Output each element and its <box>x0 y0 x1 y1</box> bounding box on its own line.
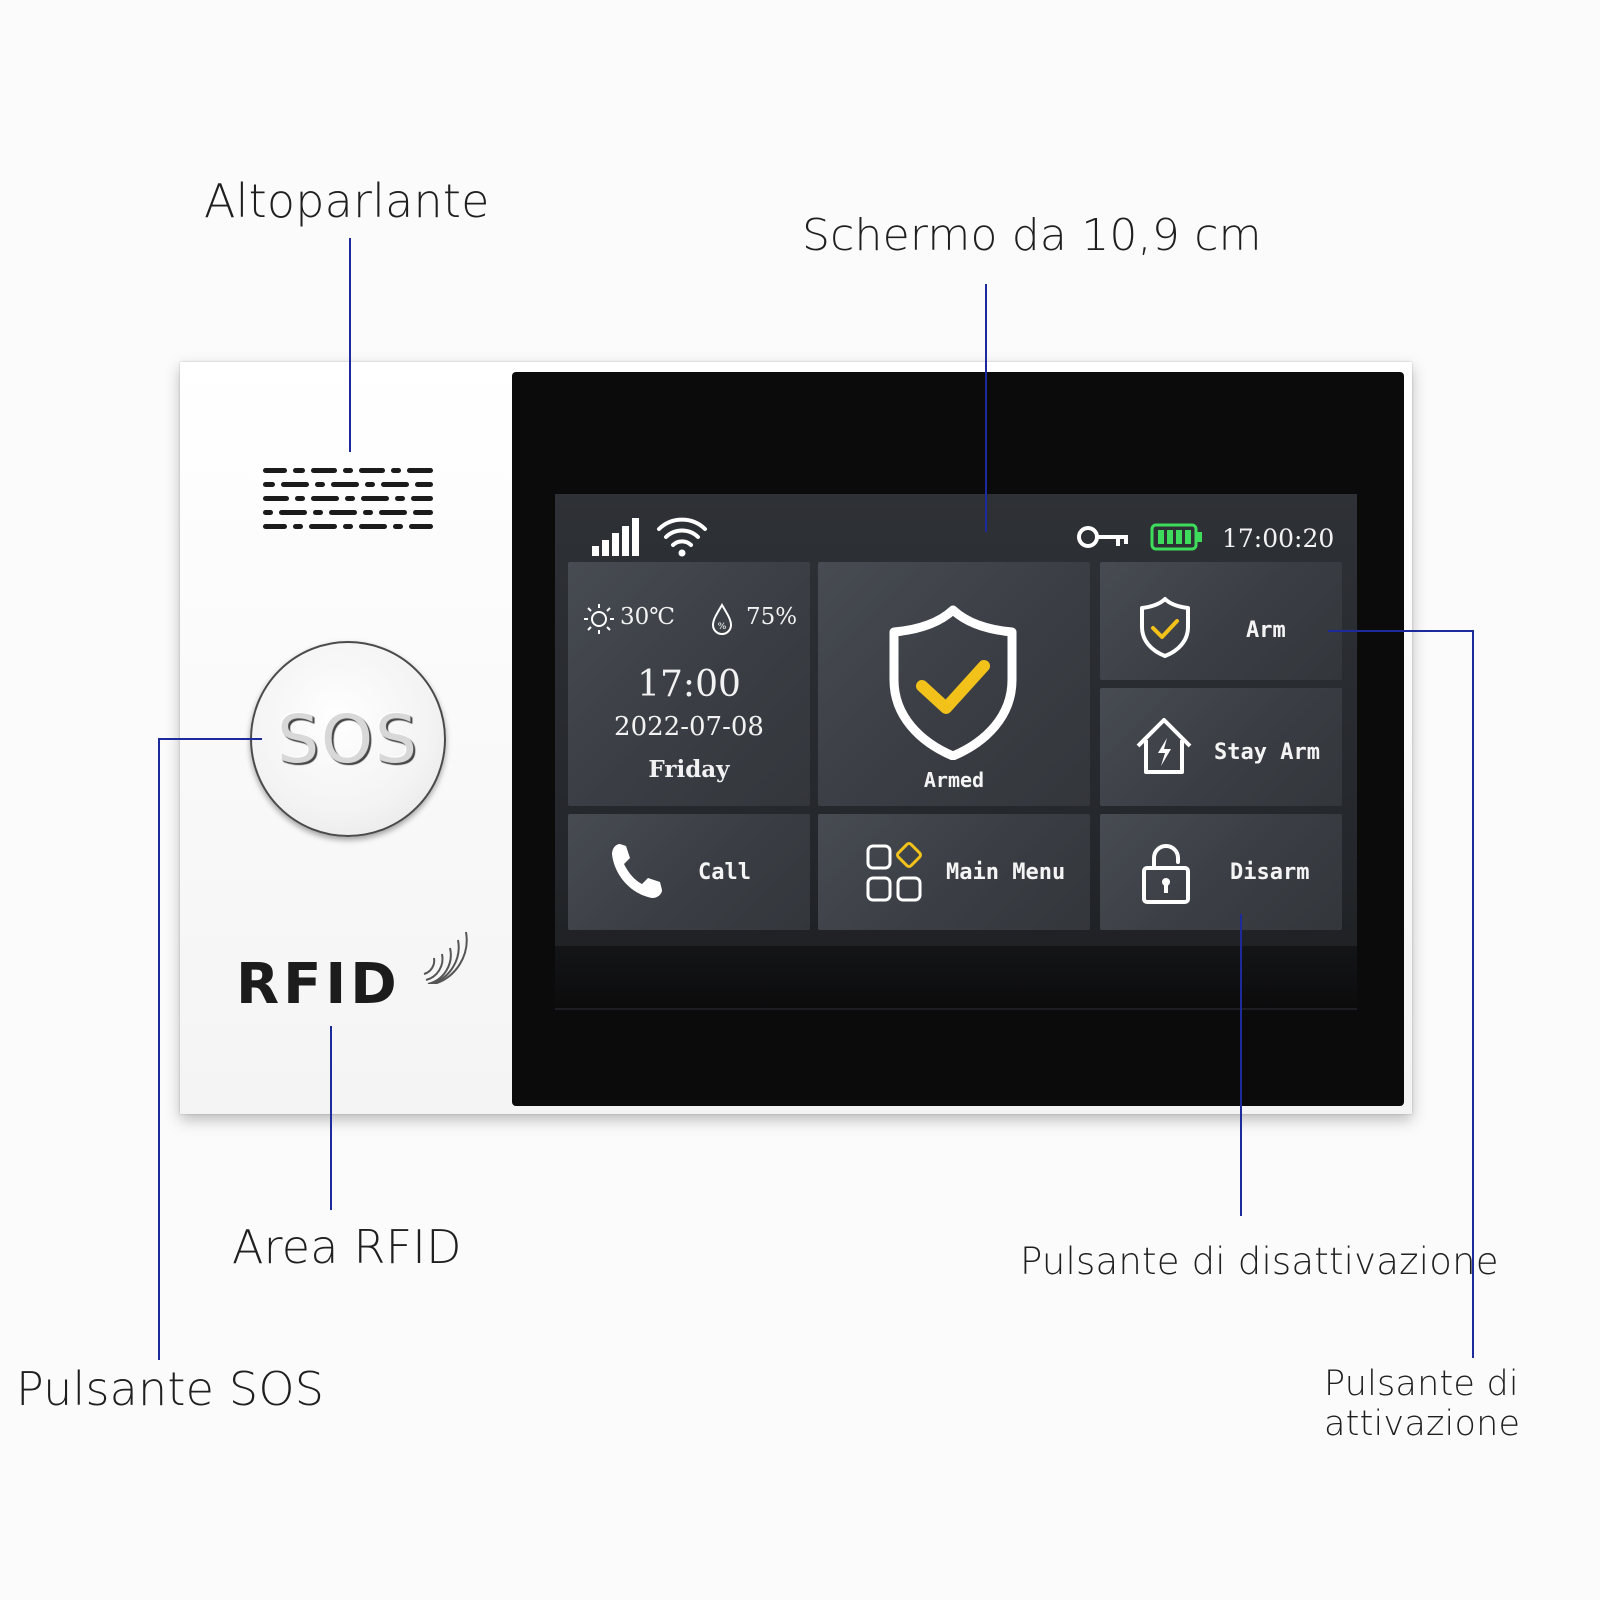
house-lightning-icon <box>1136 718 1192 774</box>
call-label: Call <box>698 860 751 885</box>
clock-weekday: Friday <box>648 756 730 783</box>
main-menu-button[interactable] <box>818 814 1090 930</box>
svg-text:%: % <box>718 622 727 632</box>
sun-icon <box>584 604 614 634</box>
disarm-button-callout: Pulsante di disattivazione <box>1020 1240 1499 1283</box>
rfid-leader-line <box>330 1026 332 1210</box>
unlock-icon <box>1142 844 1190 904</box>
arm-button[interactable] <box>1100 562 1342 680</box>
sos-leader-line-h <box>158 738 262 740</box>
speaker-leader-line <box>349 238 351 452</box>
status-time: 17:00:20 <box>1222 524 1335 553</box>
arm-button-callout: Pulsante di attivazione <box>1324 1364 1520 1444</box>
armed-label: Armed <box>923 768 985 792</box>
arm-label: Arm <box>1246 618 1286 643</box>
wifi-icon <box>657 517 707 557</box>
rfid-logo: RFID <box>236 952 401 1017</box>
key-icon <box>1077 526 1128 548</box>
clock-weather-tile <box>568 562 810 806</box>
screen-callout: Schermo da 10,9 cm <box>802 210 1262 261</box>
arm-callout-line1: Pulsante di <box>1324 1364 1519 1404</box>
stay-arm-button[interactable] <box>1100 688 1342 806</box>
arm-leader-line-v <box>1472 630 1474 1358</box>
sos-leader-line-v <box>158 738 160 1360</box>
arm-callout-line2: attivazione <box>1324 1404 1521 1444</box>
arm-leader-line-h <box>1328 630 1474 632</box>
apps-grid-icon <box>866 842 922 902</box>
call-button[interactable] <box>568 814 810 930</box>
temperature-value: 30℃ <box>620 604 675 630</box>
screen-leader-line <box>985 284 987 532</box>
screen-lower-area <box>555 946 1357 1008</box>
phone-icon <box>612 844 662 898</box>
sos-button-callout: Pulsante SOS <box>16 1362 325 1416</box>
stay-arm-label: Stay Arm <box>1214 740 1320 765</box>
speaker-callout: Altoparlante <box>204 174 490 228</box>
signal-icon <box>592 518 639 556</box>
disarm-label: Disarm <box>1230 860 1310 885</box>
disarm-leader-line <box>1240 914 1242 1216</box>
sos-label: SOS <box>277 700 419 778</box>
sos-button[interactable]: SOS <box>250 641 446 837</box>
clock-date: 2022-07-08 <box>614 712 764 742</box>
shield-small-icon <box>1140 597 1190 658</box>
shield-check-icon <box>889 605 1017 760</box>
clock-time: 17:00 <box>637 664 741 705</box>
humidity-value: 75% <box>746 604 798 630</box>
disarm-button[interactable] <box>1100 814 1342 930</box>
rfid-waves-icon <box>423 931 468 984</box>
battery-icon <box>1150 523 1202 551</box>
main-menu-label: Main Menu <box>946 860 1066 885</box>
armed-status-tile[interactable] <box>818 562 1090 806</box>
humidity-drop-icon: % <box>711 603 733 635</box>
rfid-area-callout: Area RFID <box>232 1220 462 1274</box>
